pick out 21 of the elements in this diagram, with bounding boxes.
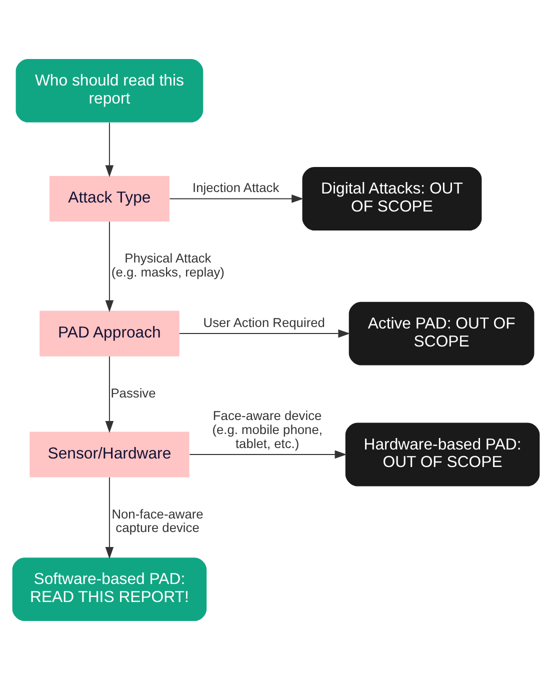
edge-label: User Action Required bbox=[203, 314, 325, 330]
node-box: Software-based PAD: READ THIS REPORT! bbox=[12, 557, 207, 621]
node-box: Attack Type bbox=[49, 175, 170, 222]
edge-label: Injection Attack bbox=[192, 180, 280, 195]
arrow bbox=[105, 220, 114, 312]
node-box: Who should read this report bbox=[16, 58, 204, 122]
arrow bbox=[189, 450, 347, 458]
node-box: PAD Approach bbox=[40, 310, 180, 356]
edge-label: Face-aware device (e.g. mobile phone, tablet, etc.) bbox=[212, 408, 322, 450]
node-box: Hardware-based PAD: OUT OF SCOPE bbox=[345, 422, 540, 486]
node-box: Sensor/Hardware bbox=[30, 431, 190, 477]
arrow bbox=[105, 476, 114, 558]
edge-label: Physical Attack (e.g. masks, replay) bbox=[111, 250, 224, 279]
arrow bbox=[179, 328, 350, 338]
edge-label: Passive bbox=[110, 384, 156, 400]
arrow bbox=[169, 194, 304, 202]
arrow bbox=[105, 355, 114, 432]
node-box: Active PAD: OUT OF SCOPE bbox=[348, 301, 534, 365]
edge-label: Non-face-aware capture device bbox=[112, 506, 204, 535]
arrow bbox=[105, 122, 114, 177]
node-box: Digital Attacks: OUT OF SCOPE bbox=[302, 166, 482, 230]
